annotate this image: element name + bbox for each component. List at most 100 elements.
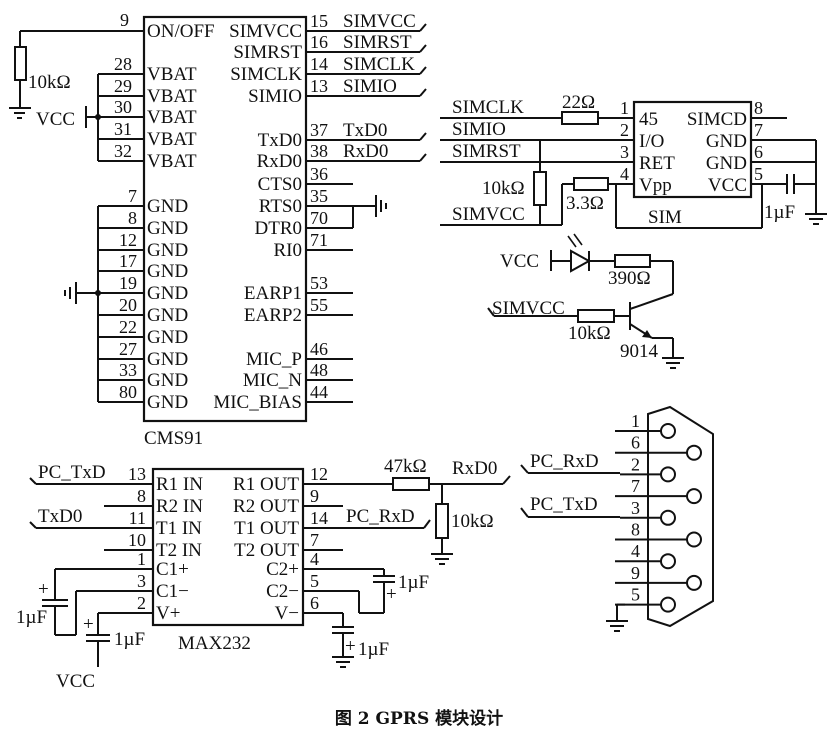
pin-label: GND <box>147 327 188 348</box>
pin-label: SIMIO <box>248 86 302 107</box>
vbat-vcc-label: VCC <box>36 109 75 130</box>
resistor-10k-divider <box>435 503 449 539</box>
pin-label: EARP2 <box>244 305 302 326</box>
net-label-rxd0: RxD0 <box>452 458 497 479</box>
pin-label: T2 OUT <box>234 540 299 561</box>
pin-number: 2 <box>137 593 146 613</box>
pin-label: GND <box>147 305 188 326</box>
pin-number: 3 <box>620 142 629 162</box>
net-label: RxD0 <box>343 141 388 162</box>
pin-number: 7 <box>310 530 319 550</box>
pin-label: C1− <box>156 581 189 602</box>
pin-number: 2 <box>620 120 629 140</box>
db9-pin-number: 4 <box>631 541 640 561</box>
db9-pin-icon <box>660 596 676 613</box>
pin-label: GND <box>147 349 188 370</box>
pin-label: C1+ <box>156 559 189 580</box>
db9-connector <box>647 405 714 628</box>
resistor-value: 390Ω <box>608 268 651 289</box>
resistor-390r <box>614 254 651 268</box>
pin-label: I/O <box>639 131 664 152</box>
resistor-value: 47kΩ <box>384 456 427 477</box>
resistor-22r <box>561 111 599 125</box>
resistor-value: 10kΩ <box>482 178 525 199</box>
pin-label: DTR0 <box>255 218 303 239</box>
pin-label: EARP1 <box>244 283 302 304</box>
net-label: SIMIO <box>343 76 397 97</box>
pin-number: 12 <box>310 464 328 484</box>
pin-number: 27 <box>119 339 137 359</box>
pin-number: 31 <box>114 119 132 139</box>
pin-number: 9 <box>120 10 129 30</box>
pin-label: V− <box>275 603 299 624</box>
cms91-name: CMS91 <box>144 428 203 449</box>
pin-number: 29 <box>114 76 132 96</box>
transistor-label: 9014 <box>620 341 659 362</box>
vcc-label: VCC <box>56 671 95 692</box>
resistor-10k-onoff <box>14 46 27 81</box>
pin-number: 7 <box>128 186 137 206</box>
pin-number: 32 <box>114 141 132 161</box>
pin-label: GND <box>147 218 188 239</box>
db9-pin-number: 1 <box>631 411 640 431</box>
pin-label: RET <box>639 153 675 174</box>
pin-label: SIMCLK <box>230 64 302 85</box>
pin-label: MIC_P <box>246 349 302 370</box>
pin-number: 5 <box>754 164 763 184</box>
pin-label: VBAT <box>147 129 197 150</box>
pin-label: GND <box>706 131 747 152</box>
pin-number: 5 <box>310 571 319 591</box>
pin-label: VBAT <box>147 107 197 128</box>
led-labels: VCC 390Ω SIMVCC 10kΩ 9014 <box>492 251 659 362</box>
db9-pin-icon <box>660 509 676 526</box>
pin-number: 13 <box>310 76 328 96</box>
db9-pin-number: 5 <box>631 585 640 605</box>
net-label-simvcc: SIMVCC <box>492 298 565 319</box>
pin-label: R1 OUT <box>233 474 299 495</box>
pin-label: R1 IN <box>156 474 203 495</box>
pin-number: 55 <box>310 295 328 315</box>
pin-number: 9 <box>310 486 319 506</box>
pin-label: 45 <box>639 109 658 130</box>
pin-number: 38 <box>310 141 328 161</box>
db9-pin-icon <box>686 444 702 461</box>
capacitor-value: 1µF <box>114 629 145 650</box>
capacitor-value: 1µF <box>764 202 795 223</box>
db9-pin-icon <box>660 466 676 483</box>
db9-wiring: PC_RxD PC_TxD <box>520 451 628 632</box>
capacitor-value: 1µF <box>16 607 47 628</box>
pin-number: 12 <box>119 230 137 250</box>
pin-label: SIMRST <box>233 42 302 63</box>
resistor-value: 10kΩ <box>568 323 611 344</box>
pin-number: 71 <box>310 230 328 250</box>
db9-pin-number: 2 <box>631 454 640 474</box>
pin-label: GND <box>147 261 188 282</box>
pin-label: VCC <box>708 175 747 196</box>
pin-label: RTS0 <box>259 196 302 217</box>
max232-body <box>151 467 305 627</box>
pin-label: MIC_N <box>243 370 302 391</box>
sim-card-holder: SIM <box>632 100 753 228</box>
net-label-simvcc: SIMVCC <box>452 204 525 225</box>
pin-label: SIMVCC <box>229 21 302 42</box>
pin-number: 35 <box>310 186 328 206</box>
cms91-chip: CMS91 <box>142 15 308 449</box>
pin-label: ON/OFF <box>147 21 215 42</box>
pin-number: 1 <box>137 549 146 569</box>
net-label-simclk: SIMCLK <box>452 97 524 118</box>
pin-number: 22 <box>119 317 137 337</box>
net-label-pc-txd: PC_TxD <box>530 494 598 515</box>
rts-dtr-ground <box>352 195 387 228</box>
pin-number: 4 <box>620 164 629 184</box>
pin-label: GND <box>147 283 188 304</box>
pin-number: 19 <box>119 273 137 293</box>
cms91-onoff-circuit: 10kΩ 9 ON/OFF <box>9 10 215 119</box>
onoff-resistor-value: 10kΩ <box>28 72 71 93</box>
pin-number: 8 <box>128 208 137 228</box>
pin-number: 11 <box>129 508 146 528</box>
net-label-pc-rxd: PC_RxD <box>530 451 599 472</box>
